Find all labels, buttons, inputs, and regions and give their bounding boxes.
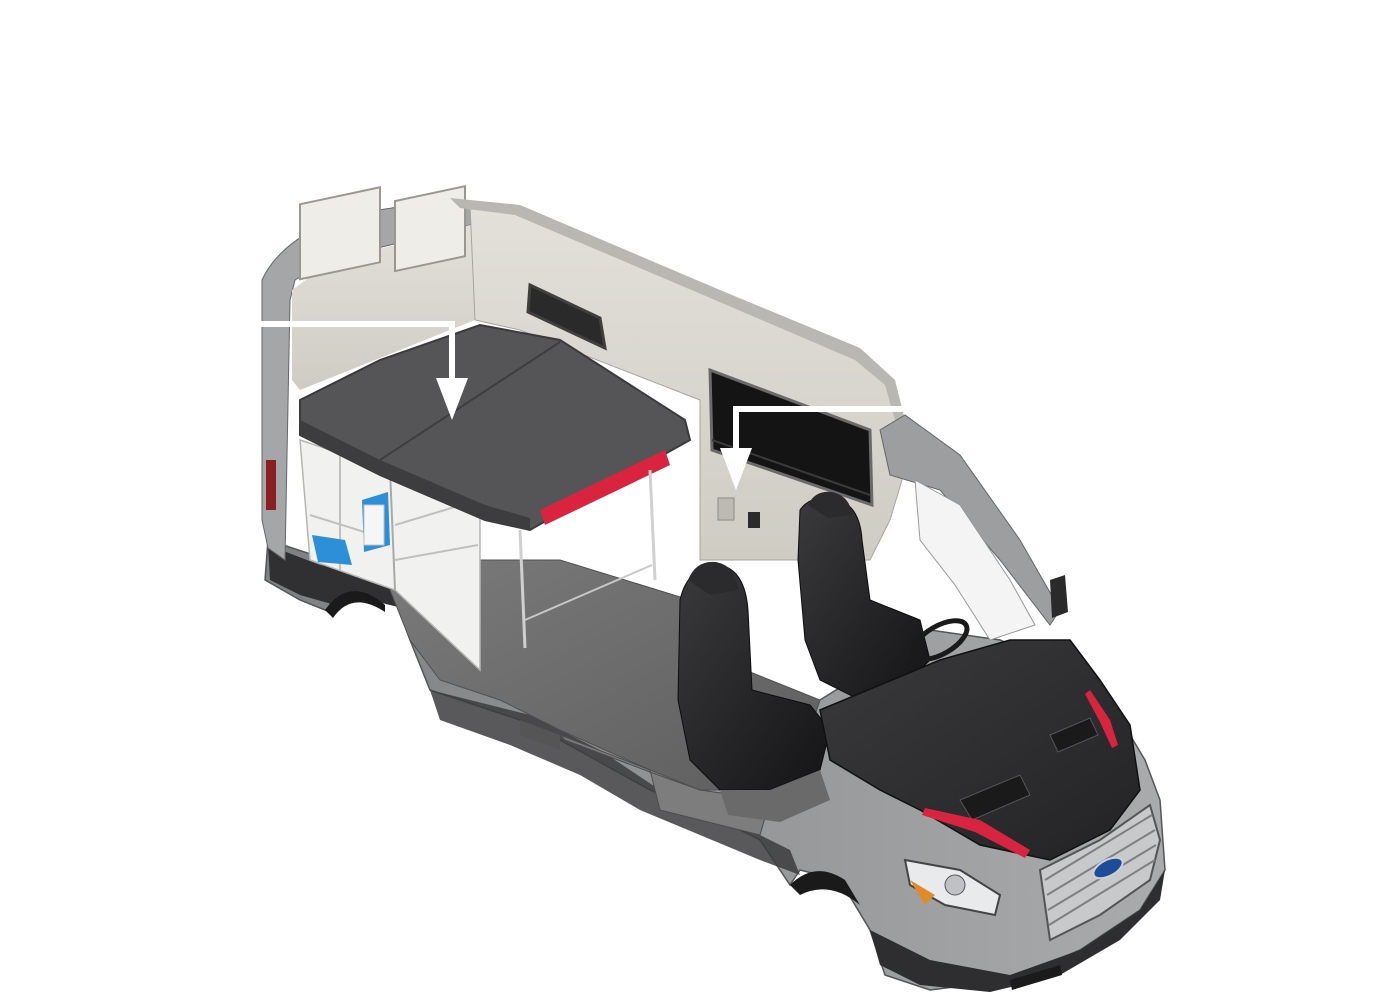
red-hood-stripe (922, 808, 1030, 858)
ford-badge (1092, 856, 1124, 880)
wheel-arches (325, 591, 860, 905)
front-seats (677, 491, 970, 822)
red-edge-strip (540, 450, 670, 525)
hood-vents (959, 717, 1099, 821)
blue-bin-lower (312, 535, 352, 565)
bed-platform (299, 323, 692, 649)
upper-window (526, 282, 607, 351)
rear-door-frame (261, 184, 501, 561)
side-mirror (1050, 575, 1068, 618)
callout-arrows (257, 321, 905, 490)
side-wall (450, 198, 906, 561)
hood (819, 639, 1141, 861)
steering-wheel (910, 618, 970, 662)
down-arrow-icon (720, 406, 905, 490)
down-arrow-icon (257, 321, 468, 420)
van-front (819, 414, 1165, 992)
